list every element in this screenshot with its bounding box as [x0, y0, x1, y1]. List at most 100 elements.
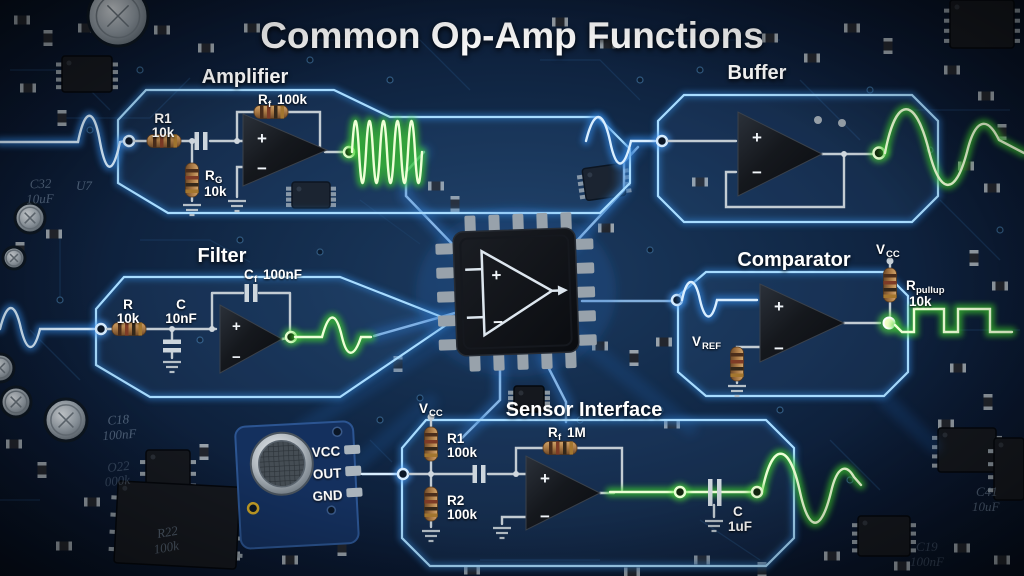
- resistor-pullup: [883, 267, 897, 303]
- board-silkscreen-label: 10uF: [972, 499, 1001, 514]
- junction-node: [655, 134, 669, 148]
- resistor-r1: [424, 426, 438, 462]
- c-ref: C: [176, 297, 186, 312]
- via-pad: [306, 56, 314, 64]
- opamp-minus-label: −: [540, 507, 550, 526]
- smd-component: [37, 462, 47, 478]
- module-pin: [344, 444, 361, 455]
- resistor-r2: [424, 486, 438, 522]
- r-ref: R: [123, 297, 133, 312]
- via-pad: [86, 126, 94, 134]
- amplifier-label: Amplifier: [202, 66, 289, 88]
- rpullup-value: 10k: [909, 294, 932, 309]
- via-pad: [56, 296, 64, 304]
- smd-component: [994, 555, 1010, 565]
- rf-value: 100k: [277, 92, 308, 107]
- smd-component: [629, 350, 639, 366]
- junction-node: [396, 467, 410, 481]
- via-pad: [636, 76, 644, 84]
- capacitor-c-plate: [708, 479, 713, 506]
- ic-chip: [108, 480, 246, 570]
- filter-label: Filter: [198, 245, 247, 267]
- ic-chip: [56, 55, 118, 93]
- opamp-plus-label: +: [540, 469, 550, 488]
- via-pad: [236, 236, 244, 244]
- smd-component: [20, 83, 36, 93]
- board-silkscreen-label: 000k: [104, 472, 131, 490]
- output-node: [750, 485, 764, 499]
- vcc-ref: V: [419, 401, 428, 416]
- rf-ref: R: [548, 425, 558, 440]
- junction-node: [94, 322, 108, 336]
- smd-component: [984, 183, 1000, 193]
- electrolytic-capacitor: [13, 201, 47, 235]
- opamp-minus-label: −: [493, 312, 504, 331]
- sensor-pin-gnd-label: GND: [312, 488, 343, 505]
- vref-ref: V: [692, 334, 701, 349]
- mounting-hole: [331, 426, 343, 438]
- electrolytic-capacitor: [0, 352, 16, 384]
- via-pad: [376, 416, 384, 424]
- cf-ref: C: [244, 267, 254, 282]
- r2-value: 100k: [447, 507, 478, 522]
- smd-component: [14, 15, 30, 25]
- smd-component: [598, 223, 614, 233]
- vcc-sub: CC: [886, 249, 900, 260]
- opamp-plus-label: +: [257, 129, 267, 148]
- smd-component: [656, 337, 672, 347]
- c-value: 1uF: [728, 519, 752, 534]
- via-pad: [646, 246, 654, 254]
- smd-component: [824, 551, 840, 561]
- r1-ref: R1: [447, 431, 465, 446]
- electrolytic-capacitor: [43, 397, 89, 443]
- r1-value: 10k: [152, 125, 175, 140]
- smd-component: [244, 23, 260, 33]
- rf-value: 1M: [567, 425, 586, 440]
- smd-component: [198, 43, 214, 53]
- smd-component: [57, 110, 67, 126]
- smd-component: [762, 33, 778, 43]
- buffer-label: Buffer: [728, 62, 787, 84]
- via-pad: [136, 66, 144, 74]
- smd-component: [56, 541, 72, 551]
- smd-component: [282, 555, 298, 565]
- r2-ref: R2: [447, 493, 464, 508]
- output-node: [673, 485, 687, 499]
- smd-component: [944, 65, 960, 75]
- board-silkscreen-label: 10uF: [26, 191, 55, 207]
- sensor-interface-label: Sensor Interface: [506, 399, 663, 421]
- vcc-ref: V: [876, 242, 885, 257]
- sensor-interface-block: Sensor Interface VCC OUT GND + −: [234, 399, 861, 566]
- via-pad: [776, 406, 784, 414]
- smd-component: [154, 25, 170, 35]
- smd-component: [883, 38, 893, 54]
- r-value: 10k: [117, 311, 140, 326]
- smd-component: [938, 419, 954, 429]
- via-pad: [386, 76, 394, 84]
- capacitor-c-plate: [717, 479, 722, 506]
- rg-ref: R: [205, 168, 215, 183]
- smd-component: [983, 394, 993, 410]
- page-title: Common Op-Amp Functions: [260, 15, 764, 56]
- opamp-minus-label: −: [232, 349, 241, 366]
- resistor-vref: [730, 346, 744, 382]
- opamp-minus-label: −: [257, 159, 267, 178]
- board-silkscreen-label: C41: [976, 484, 998, 499]
- smd-component: [43, 30, 53, 46]
- ic-chip: [852, 515, 916, 557]
- cf-value: 100nF: [263, 267, 302, 282]
- vref-sub: REF: [702, 341, 721, 352]
- smd-component: [46, 229, 62, 239]
- smd-component: [969, 250, 979, 266]
- smd-component: [804, 53, 820, 63]
- r1-value: 100k: [447, 445, 478, 460]
- sensor-pin-out-label: OUT: [313, 466, 343, 483]
- board-silkscreen-label: C19: [916, 539, 938, 554]
- rf-ref: R: [258, 92, 268, 107]
- smd-component: [199, 444, 209, 460]
- vcc-sub: CC: [429, 408, 443, 419]
- resistor-rf: [542, 441, 578, 455]
- mounting-hole: [326, 505, 337, 515]
